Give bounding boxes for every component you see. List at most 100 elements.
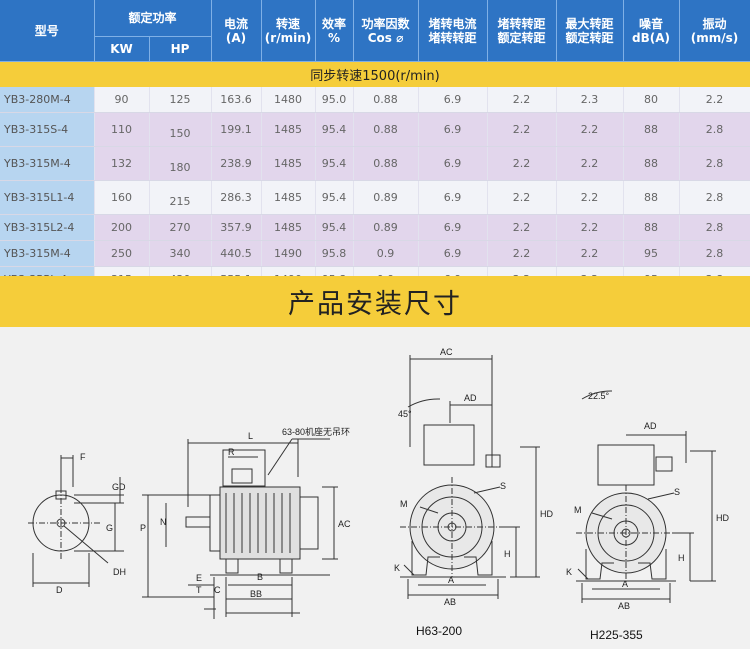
label-rear-ab: AB bbox=[618, 601, 630, 611]
cell-hp: 180 bbox=[149, 146, 212, 181]
cell-noise: 80 bbox=[623, 87, 680, 113]
label-rear-s: S bbox=[674, 487, 680, 497]
cell-current: 163.6 bbox=[211, 87, 262, 113]
cell-kw: 132 bbox=[94, 146, 150, 181]
terminal-box bbox=[222, 449, 266, 487]
cell-vibration: 2.8 bbox=[679, 180, 750, 215]
cell-vibration: 2.2 bbox=[679, 87, 750, 113]
cell-speed: 1485 bbox=[261, 180, 316, 215]
cell-kw: 90 bbox=[94, 87, 150, 113]
label-front-a: A bbox=[448, 575, 454, 585]
cell-power-factor: 0.89 bbox=[353, 214, 419, 241]
cell-locked-torque: 2.2 bbox=[487, 180, 557, 215]
cell-vibration: 2.8 bbox=[679, 240, 750, 267]
cell-noise: 88 bbox=[623, 214, 680, 241]
label-g: G bbox=[106, 523, 113, 533]
front-view-small bbox=[400, 355, 540, 599]
cell-noise: 88 bbox=[623, 180, 680, 215]
cell-locked-current: 6.9 bbox=[418, 214, 488, 241]
table-row: YB3-315L2-4 200 270 357.9 1485 95.4 0.89… bbox=[0, 214, 750, 241]
cell-current: 199.1 bbox=[211, 112, 262, 147]
cell-locked-torque: 2.2 bbox=[487, 112, 557, 147]
cell-current: 238.9 bbox=[211, 146, 262, 181]
label-rear-k: K bbox=[566, 567, 572, 577]
header-model: 型号 bbox=[0, 0, 95, 62]
install-title: 产品安装尺寸 bbox=[288, 289, 462, 320]
drawing-note: 63-80机座无吊环 bbox=[282, 426, 350, 437]
header-locked-torque: 堵转转距额定转距 bbox=[487, 0, 557, 62]
label-f: F bbox=[80, 452, 86, 462]
cell-hp: 150 bbox=[149, 112, 212, 147]
label-n: N bbox=[160, 517, 167, 527]
cell-locked-torque: 2.2 bbox=[487, 146, 557, 181]
label-rear-ad: AD bbox=[644, 421, 657, 431]
label-front-k: K bbox=[394, 563, 400, 573]
cell-noise: 95 bbox=[623, 240, 680, 267]
label-rear-h: H bbox=[678, 553, 685, 563]
label-front-m: M bbox=[400, 499, 408, 509]
cell-power-factor: 0.88 bbox=[353, 87, 419, 113]
terminal-box bbox=[597, 444, 655, 486]
cell-model: YB3-280M-4 bbox=[0, 87, 95, 113]
cell-noise: 88 bbox=[623, 146, 680, 181]
cell-vibration: 2.8 bbox=[679, 146, 750, 181]
cell-locked-current: 6.9 bbox=[418, 146, 488, 181]
label-ac: AC bbox=[338, 519, 351, 529]
install-drawing-area: F GD G D DH bbox=[0, 327, 750, 649]
caption-h63-200: H63-200 bbox=[416, 624, 462, 638]
cell-efficiency: 95.4 bbox=[315, 112, 354, 147]
install-dimensions-band: 产品安装尺寸 bbox=[0, 276, 750, 327]
label-front-hd: HD bbox=[540, 509, 553, 519]
cell-speed: 1480 bbox=[261, 87, 316, 113]
cell-kw: 250 bbox=[94, 240, 150, 267]
cell-speed: 1485 bbox=[261, 112, 316, 147]
cell-efficiency: 95.4 bbox=[315, 180, 354, 215]
label-front-ac: AC bbox=[440, 347, 453, 357]
sync-speed-band: 同步转速1500(r/min) bbox=[0, 61, 750, 87]
header-locked-current: 堵转电流堵转转距 bbox=[418, 0, 488, 62]
cell-locked-current: 6.9 bbox=[418, 112, 488, 147]
table-row: YB3-315L1-4 160 215 286.3 1485 95.4 0.89… bbox=[0, 180, 750, 215]
label-front-ad: AD bbox=[464, 393, 477, 403]
cell-locked-torque: 2.2 bbox=[487, 214, 557, 241]
cell-efficiency: 95.8 bbox=[315, 240, 354, 267]
label-bb: BB bbox=[250, 589, 262, 599]
header-vibration: 振动(mm/s) bbox=[679, 0, 750, 62]
caption-h225-355: H225-355 bbox=[590, 628, 643, 642]
cell-power-factor: 0.88 bbox=[353, 146, 419, 181]
cell-current: 286.3 bbox=[211, 180, 262, 215]
cell-max-torque: 2.2 bbox=[556, 112, 624, 147]
cell-current: 357.9 bbox=[211, 214, 262, 241]
header-max-torque: 最大转距额定转距 bbox=[556, 0, 624, 62]
cell-model: YB3-315M-4 bbox=[0, 240, 95, 267]
header-speed: 转速(r/min) bbox=[261, 0, 316, 62]
shaft-extension bbox=[185, 516, 211, 528]
cell-hp: 340 bbox=[149, 240, 212, 267]
cell-max-torque: 2.2 bbox=[556, 240, 624, 267]
label-t: T bbox=[196, 585, 202, 595]
cell-locked-torque: 2.2 bbox=[487, 87, 557, 113]
cable-gland bbox=[485, 454, 501, 468]
cell-noise: 88 bbox=[623, 112, 680, 147]
dimension-drawing: F GD G D DH bbox=[28, 347, 729, 642]
label-front-h: H bbox=[504, 549, 511, 559]
cell-model: YB3-315L2-4 bbox=[0, 214, 95, 241]
motor-body bbox=[219, 486, 301, 560]
cell-hp: 215 bbox=[149, 180, 212, 215]
table-row: YB3-315S-4 110 150 199.1 1485 95.4 0.88 … bbox=[0, 112, 750, 147]
cell-vibration: 2.8 bbox=[679, 112, 750, 147]
label-rear-m: M bbox=[574, 505, 582, 515]
cell-efficiency: 95.4 bbox=[315, 146, 354, 181]
cell-locked-current: 6.9 bbox=[418, 240, 488, 267]
side-view-drawing bbox=[142, 438, 338, 619]
cell-max-torque: 2.3 bbox=[556, 87, 624, 113]
header-hp: HP bbox=[149, 36, 212, 62]
cell-speed: 1490 bbox=[261, 240, 316, 267]
cell-kw: 110 bbox=[94, 112, 150, 147]
cell-locked-torque: 2.2 bbox=[487, 240, 557, 267]
label-rear-hd: HD bbox=[716, 513, 729, 523]
cell-max-torque: 2.2 bbox=[556, 146, 624, 181]
header-kw: KW bbox=[94, 36, 150, 62]
